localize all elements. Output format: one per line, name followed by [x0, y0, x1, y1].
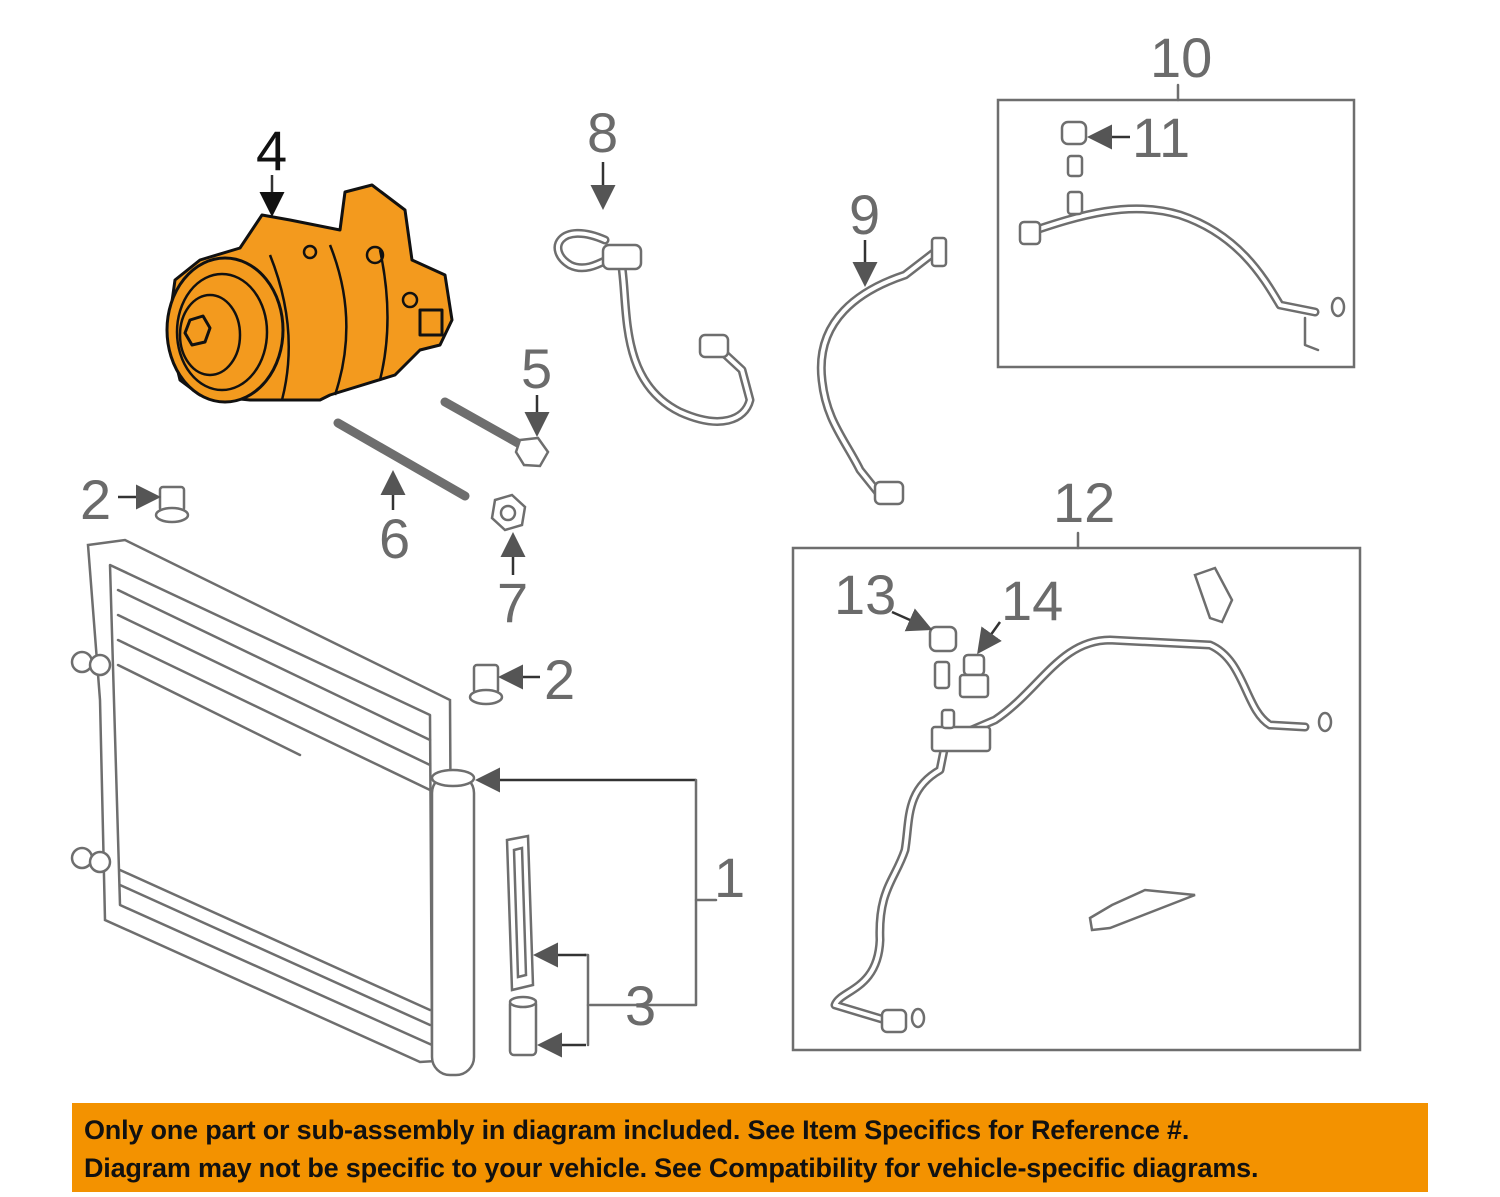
pipe-assembly-part-12[interactable] — [791, 531, 1362, 1052]
desiccant-part-3[interactable] — [505, 834, 538, 1057]
compressor-part-4[interactable] — [165, 183, 454, 404]
grommet-part-2-top[interactable] — [154, 485, 190, 524]
callout-4: 4 — [256, 119, 287, 182]
disclaimer-banner: Only one part or sub-assembly in diagram… — [72, 1103, 1428, 1192]
callout-9: 9 — [849, 183, 880, 246]
callout-11: 11 — [1132, 106, 1190, 169]
stud-part-6[interactable] — [333, 418, 470, 501]
cap-part-11[interactable] — [1060, 120, 1088, 146]
callout-14: 14 — [1001, 569, 1063, 632]
pipe-assembly-part-10[interactable] — [996, 83, 1356, 369]
callout-10: 10 — [1150, 26, 1212, 89]
callout-12: 12 — [1053, 471, 1115, 534]
callout-6: 6 — [379, 507, 410, 570]
callout-13: 13 — [834, 563, 896, 626]
callout-2-bottom: 2 — [544, 648, 575, 711]
hose-part-8[interactable] — [553, 228, 755, 426]
grommet-part-2-bottom[interactable] — [468, 663, 504, 706]
hose-part-9[interactable] — [816, 236, 948, 506]
callout-1: 1 — [714, 846, 745, 909]
callout-3: 3 — [625, 974, 656, 1037]
callout-arrow-14 — [977, 621, 1002, 655]
callout-2-top: 2 — [80, 468, 111, 531]
disclaimer-line-1: Only one part or sub-assembly in diagram… — [84, 1115, 1190, 1145]
callout-8: 8 — [587, 101, 618, 164]
callout-7: 7 — [497, 571, 528, 634]
condenser-part-1[interactable] — [70, 538, 476, 1077]
pressure-switch-part-14[interactable] — [958, 653, 990, 699]
bolt-part-5[interactable] — [440, 397, 550, 468]
callout-bracket-1 — [588, 778, 698, 1007]
callout-5: 5 — [521, 337, 552, 400]
callout-arrow-13 — [891, 608, 933, 632]
disclaimer-line-2: Diagram may not be specific to your vehi… — [84, 1153, 1259, 1183]
cap-part-13[interactable] — [928, 625, 958, 653]
nut-part-7[interactable] — [490, 493, 527, 532]
